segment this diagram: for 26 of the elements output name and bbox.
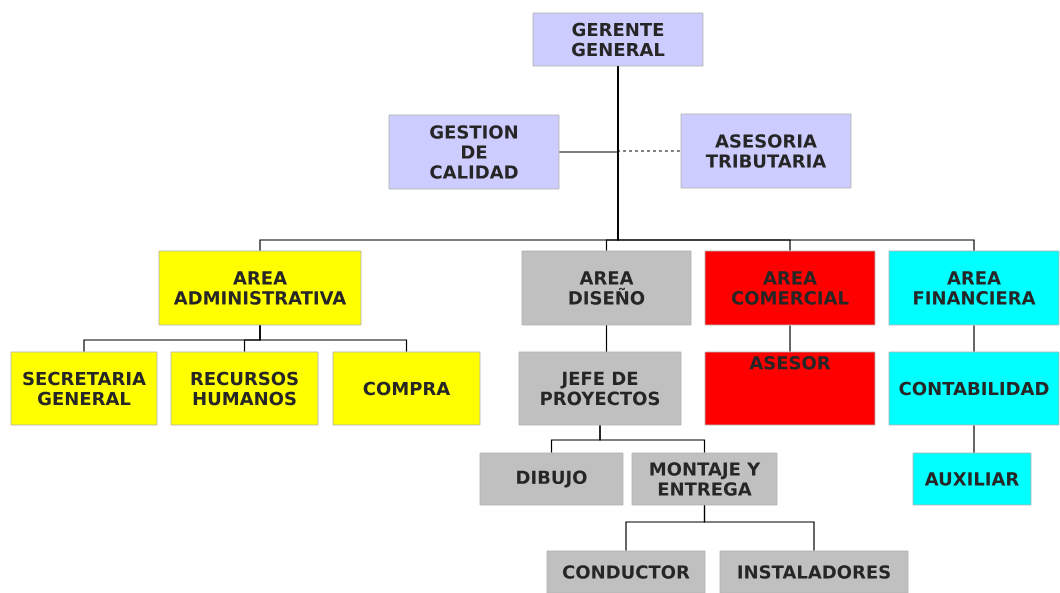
org-box: CONTABILIDAD: [888, 351, 1060, 426]
org-box: COMPRA: [332, 351, 481, 426]
connector-line: [617, 65, 975, 252]
org-box: JEFE DE PROYECTOS: [518, 351, 682, 426]
org-box: RECURSOS HUMANOS: [170, 351, 319, 426]
connector-line: [259, 324, 408, 353]
org-box: AREA FINANCIERA: [888, 250, 1060, 326]
org-box: GESTION DE CALIDAD: [388, 114, 560, 190]
org-box: AREA ADMINISTRATIVA: [158, 250, 362, 326]
connector-line: [599, 424, 706, 454]
connector-line: [605, 324, 608, 353]
connector-line: [789, 324, 791, 353]
org-box: ASESORIA TRIBUTARIA: [680, 113, 852, 189]
org-box: ASESOR: [704, 351, 876, 426]
org-box: INSTALADORES: [719, 550, 909, 593]
org-box: CONDUCTOR: [546, 550, 706, 593]
connector-line: [703, 504, 815, 552]
org-box: AREA DISEÑO: [521, 250, 692, 326]
org-box: DIBUJO: [479, 452, 624, 506]
org-box: AUXILIAR: [912, 452, 1032, 506]
org-box: AREA COMERCIAL: [704, 250, 876, 326]
org-box: MONTAJE Y ENTREGA: [631, 452, 778, 506]
org-box: SECRETARIA GENERAL: [10, 351, 158, 426]
org-box: GERENTE GENERAL: [532, 12, 704, 67]
connector-line: [973, 324, 975, 353]
connector-line: [973, 424, 975, 454]
